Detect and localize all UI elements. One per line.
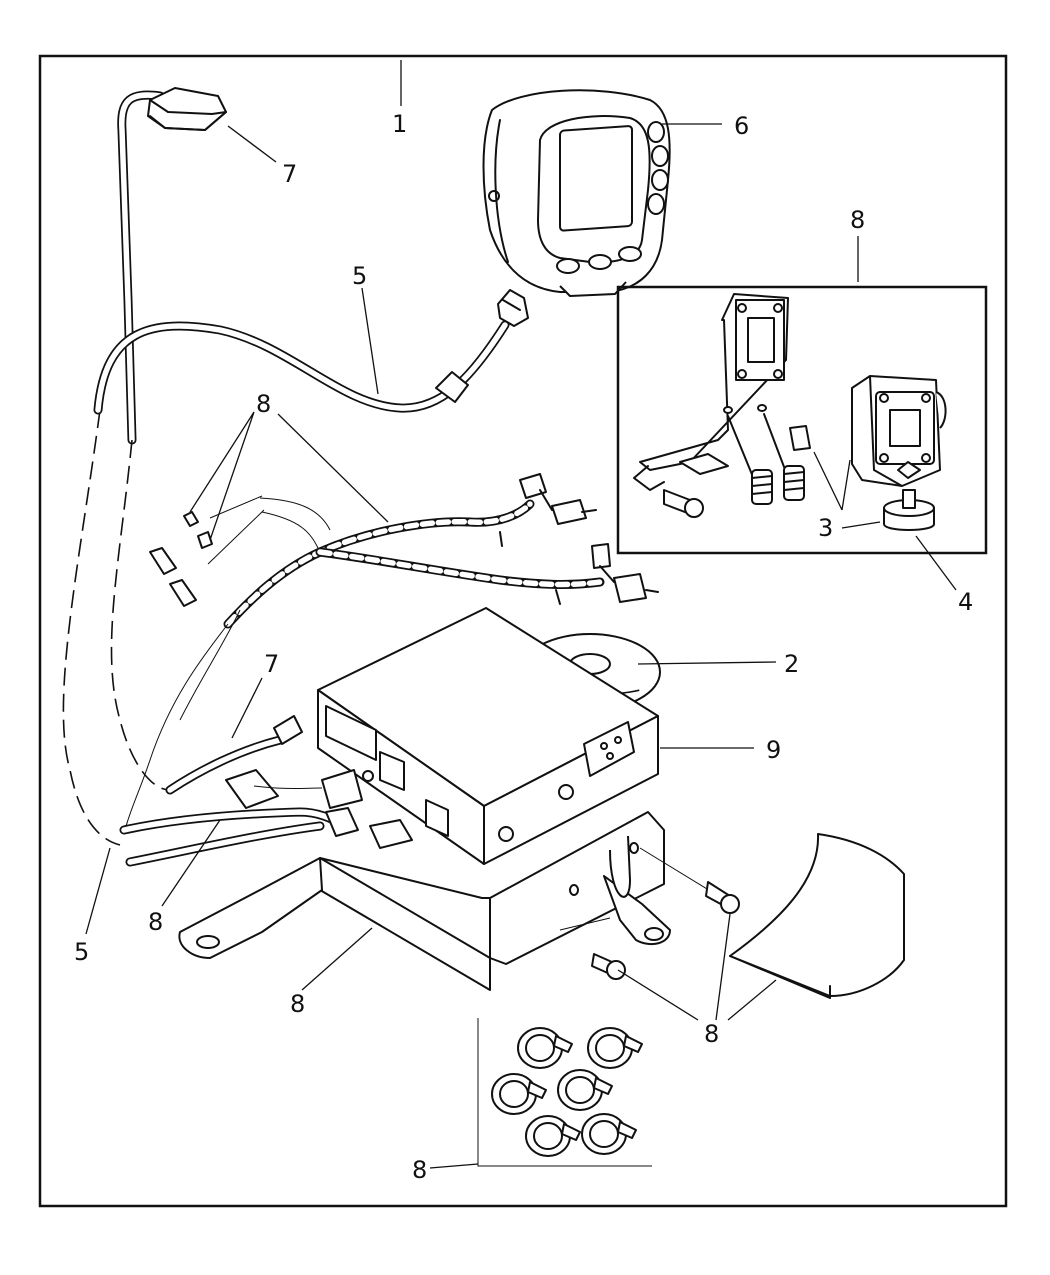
mount-base: [851, 375, 947, 487]
mounting-bracket-plate: [633, 293, 811, 491]
callout-8-clips: 8: [412, 1156, 427, 1184]
navigation-display: [482, 89, 671, 297]
mounting-screw: [663, 489, 704, 518]
callout-2: 2: [784, 650, 799, 678]
gps-antenna: [117, 87, 227, 445]
callout-3: 3: [818, 514, 833, 542]
diagram-frame: [38, 54, 1008, 1208]
antenna-cable-dashed: [110, 439, 171, 791]
leader-lines: [85, 60, 957, 1169]
wiring-harness: [124, 473, 659, 831]
callout-4: 4: [958, 588, 973, 616]
callout-6: 6: [734, 112, 749, 140]
callout-1: 1: [392, 110, 407, 138]
callout-9: 9: [766, 736, 781, 764]
module-mounting-bracket: [178, 811, 671, 991]
mounting-kit-inset-box: [616, 285, 988, 555]
callout-5-display-cable: 5: [352, 262, 367, 290]
display-cable-dashed: [62, 409, 121, 846]
callout-5-bottom: 5: [74, 938, 89, 966]
adjustment-knob: [883, 489, 935, 531]
display-cable: [93, 289, 529, 415]
callout-labels: 1 6 7 5 8 8 3 4 2 7 9 8 5 8 8 8: [74, 110, 973, 1184]
callout-8-harness-low: 8: [148, 908, 163, 936]
cable-clips: [477, 1018, 652, 1167]
adhesive-pad: [729, 833, 905, 999]
callout-8-harness: 8: [256, 390, 271, 418]
callout-7-antenna: 7: [282, 160, 297, 188]
callout-8-screws: 8: [704, 1020, 719, 1048]
mounting-springs: [727, 413, 805, 505]
harness-fuse-parts: [149, 495, 265, 607]
bracket-screws: [559, 847, 740, 980]
callout-8-bracket: 8: [290, 990, 305, 1018]
callout-8-inset: 8: [850, 206, 865, 234]
callout-7-cable: 7: [264, 650, 279, 678]
module-connectors: [119, 715, 413, 867]
navigation-module: [317, 607, 659, 865]
